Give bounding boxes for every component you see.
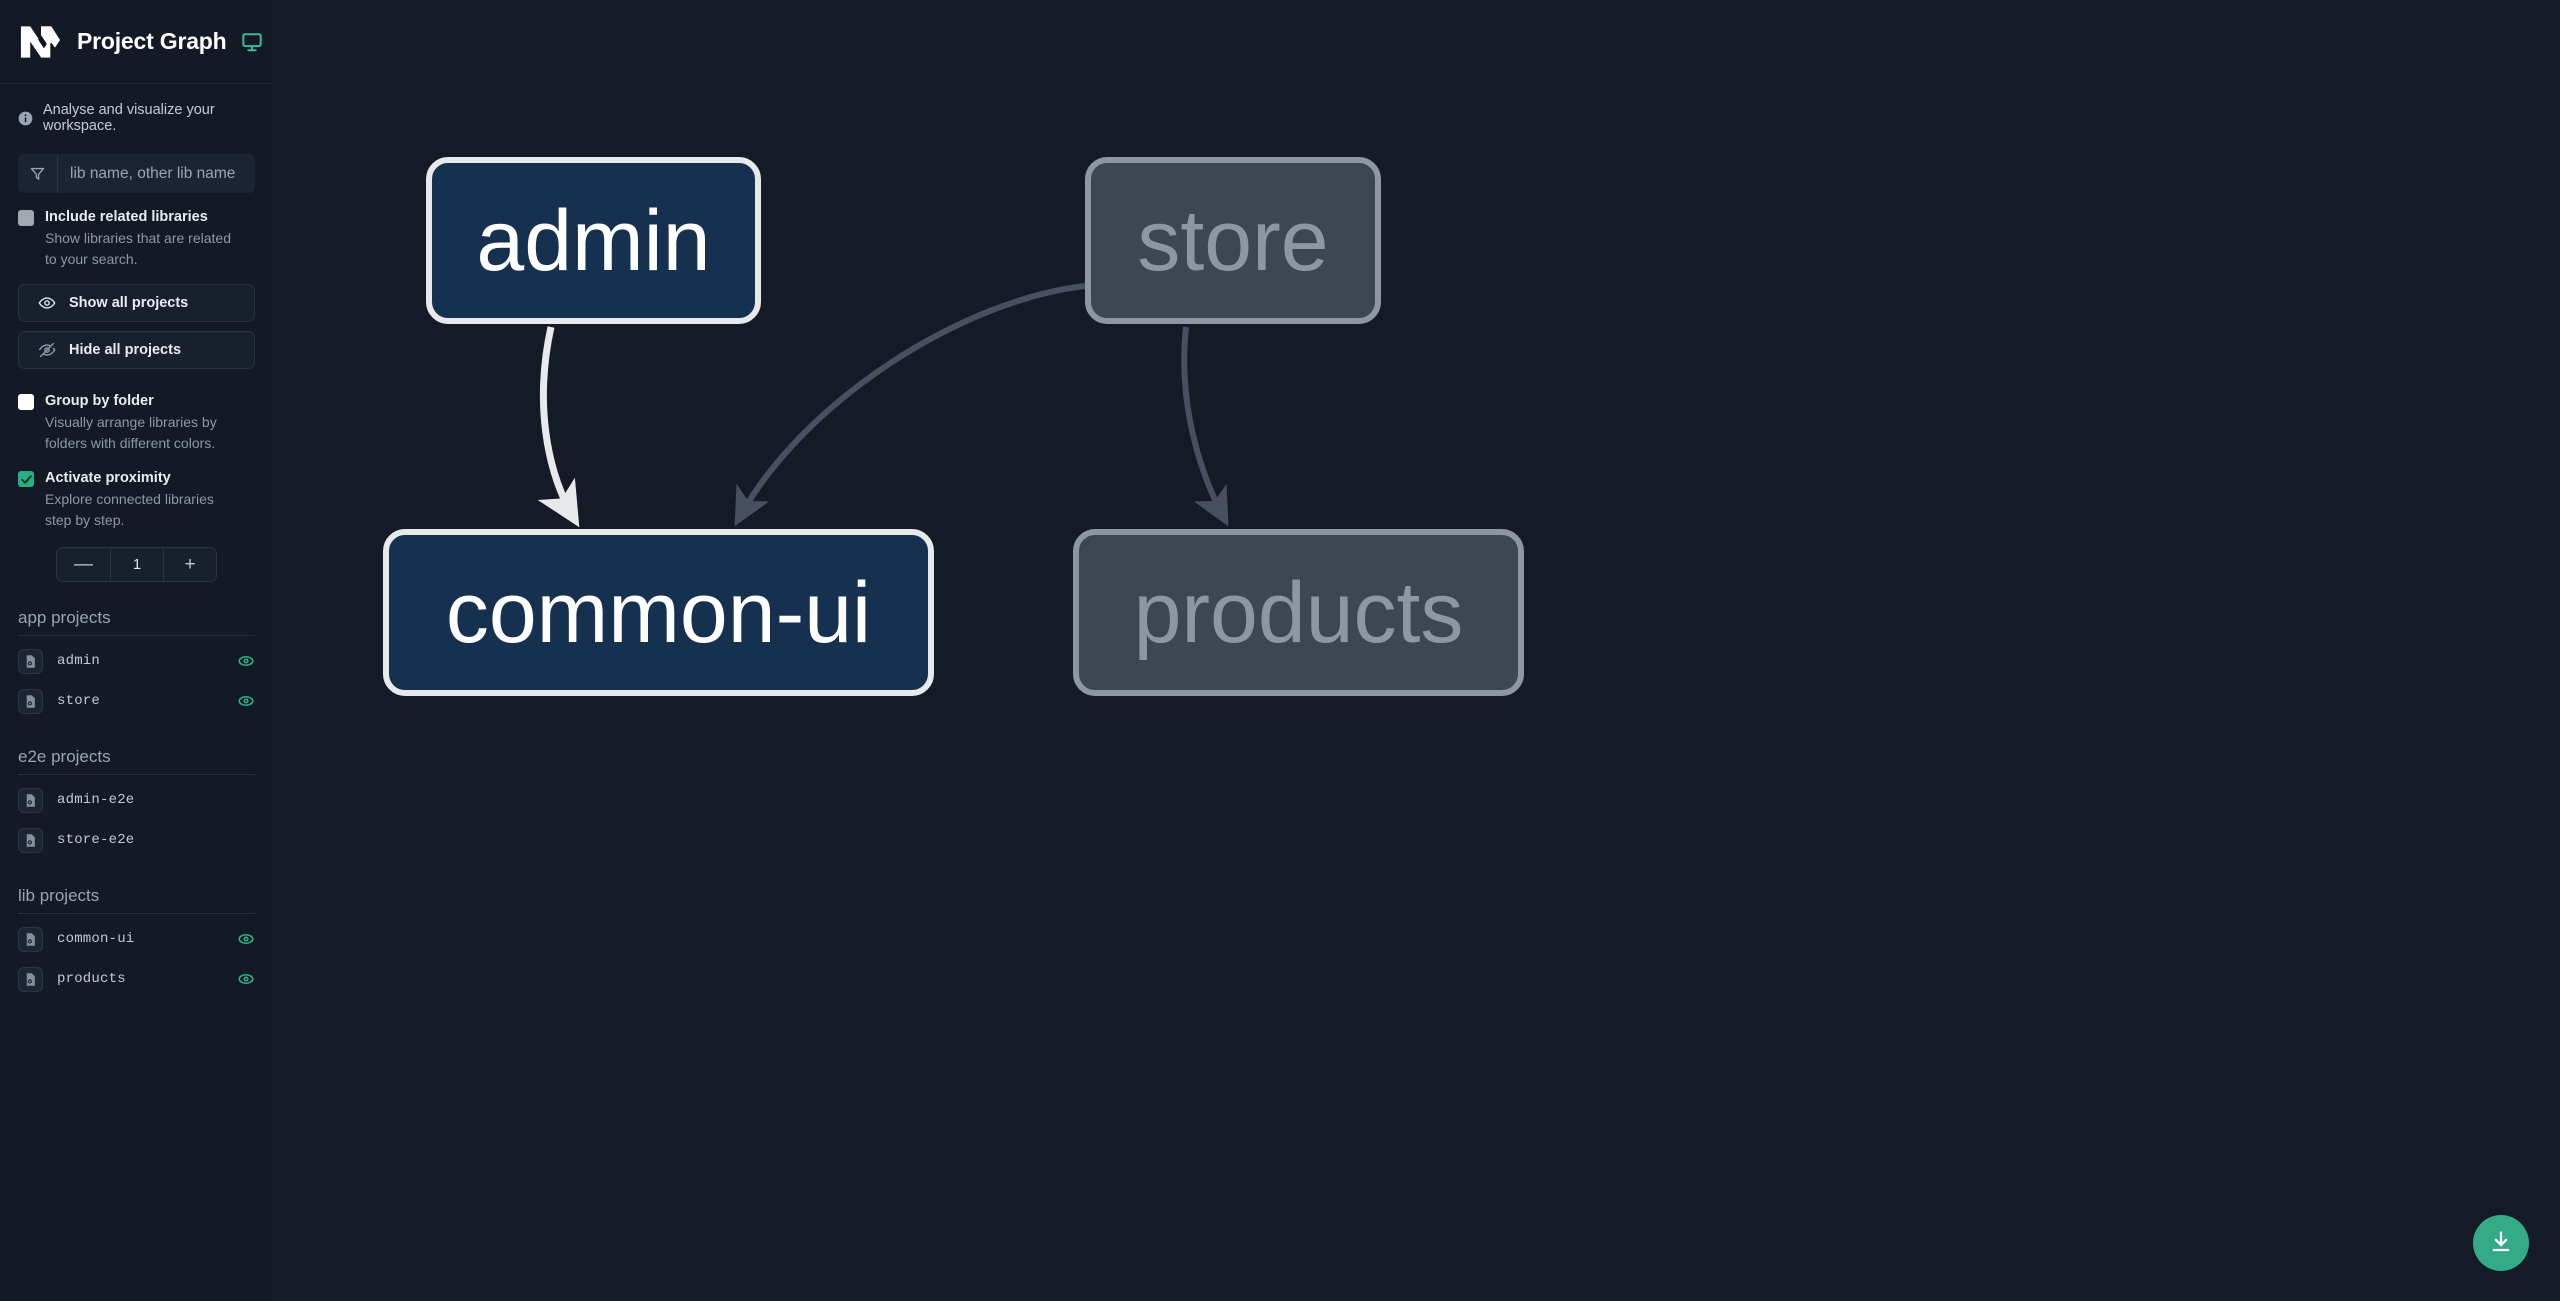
project-group-title: lib projects <box>18 886 255 915</box>
project-row-admin-e2e[interactable]: admin-e2e <box>18 780 255 820</box>
checkbox-group-by-folder[interactable] <box>18 394 34 411</box>
option-title: Activate proximity <box>45 470 171 487</box>
search-container <box>0 140 273 193</box>
graph-node-label: common-ui <box>445 564 872 661</box>
option-text-block: Include related libraries Show libraries… <box>45 207 235 270</box>
graph-node-common-ui[interactable]: common-ui <box>383 529 934 696</box>
option-title: Group by folder <box>45 393 154 410</box>
checkbox-include-related-libraries[interactable] <box>18 210 34 226</box>
option-activate-proximity[interactable]: Activate proximity Explore connected lib… <box>0 454 273 531</box>
project-group-app: app projects admin <box>0 582 273 721</box>
show-all-projects-label: Show all projects <box>69 295 189 312</box>
eye-icon <box>38 294 56 312</box>
project-row-store[interactable]: store <box>18 681 255 721</box>
eye-icon[interactable] <box>237 930 255 948</box>
visibility-button-group: Show all projects Hide all projects <box>0 270 273 370</box>
graph-node-store[interactable]: store <box>1085 157 1381 324</box>
monitor-icon[interactable] <box>241 31 263 53</box>
option-title: Include related libraries <box>45 209 208 225</box>
project-file-icon <box>18 688 43 714</box>
project-group-title: app projects <box>18 608 255 637</box>
project-file-icon <box>18 966 43 992</box>
graph-node-label: products <box>1133 564 1464 661</box>
proximity-increment-button[interactable]: + <box>163 548 216 582</box>
nx-logo-icon <box>18 20 63 64</box>
option-description: Show libraries that are related to your … <box>45 230 231 268</box>
graph-node-products[interactable]: products <box>1073 529 1524 696</box>
project-row-common-ui[interactable]: common-ui <box>18 919 255 959</box>
download-icon <box>2488 1229 2514 1258</box>
graph-canvas[interactable]: admin store common-ui products <box>273 0 2560 1301</box>
proximity-stepper[interactable]: — 1 + <box>56 547 217 583</box>
sidebar: Project Graph Analyse and visualize your… <box>0 0 273 1301</box>
project-row-admin[interactable]: admin <box>18 641 255 681</box>
project-file-icon <box>18 926 43 952</box>
graph-node-label: store <box>1137 192 1329 289</box>
project-name: admin <box>57 653 101 670</box>
edge-store-to-products <box>1181 326 1229 527</box>
proximity-stepper-container: — 1 + <box>0 531 273 583</box>
checkbox-activate-proximity[interactable] <box>18 471 34 488</box>
eye-icon[interactable] <box>237 692 255 710</box>
graph-node-admin[interactable]: admin <box>426 157 761 324</box>
eye-off-icon <box>38 341 56 359</box>
graph-node-label: admin <box>476 192 711 289</box>
project-name: store <box>57 693 101 710</box>
project-row-store-e2e[interactable]: store-e2e <box>18 820 255 860</box>
hide-all-projects-label: Hide all projects <box>69 342 182 359</box>
download-graph-button[interactable] <box>2473 1215 2529 1271</box>
tagline: Analyse and visualize your workspace. <box>0 84 273 140</box>
hide-all-projects-button[interactable]: Hide all projects <box>18 331 255 370</box>
info-icon <box>18 111 33 126</box>
option-text-block: Activate proximity Explore connected lib… <box>45 468 235 531</box>
project-group-title: e2e projects <box>18 747 255 776</box>
graph-edges <box>537 283 1229 528</box>
project-row-products[interactable]: products <box>18 959 255 999</box>
option-description: Visually arrange libraries by folders wi… <box>45 414 217 452</box>
project-file-icon <box>18 787 43 813</box>
option-text-block: Group by folder Visually arrange librari… <box>45 391 235 454</box>
tagline-text: Analyse and visualize your workspace. <box>43 102 215 134</box>
project-name: admin-e2e <box>57 792 135 809</box>
project-name: common-ui <box>57 931 135 948</box>
project-name: store-e2e <box>57 832 135 849</box>
page-title: Project Graph <box>77 28 227 54</box>
funnel-filter-icon[interactable] <box>18 154 58 193</box>
search-box[interactable] <box>18 154 255 193</box>
edge-store-to-common-ui <box>734 283 1086 527</box>
proximity-value: 1 <box>110 548 163 582</box>
project-group-lib: lib projects common-ui <box>0 860 273 999</box>
option-description: Explore connected libraries step by step… <box>45 491 214 529</box>
project-file-icon <box>18 827 43 853</box>
project-file-icon <box>18 648 43 674</box>
search-input[interactable] <box>58 154 255 193</box>
option-include-related-libraries[interactable]: Include related libraries Show libraries… <box>0 193 273 270</box>
eye-icon[interactable] <box>237 970 255 988</box>
proximity-decrement-button[interactable]: — <box>57 548 110 582</box>
edge-admin-to-common-ui <box>537 326 580 528</box>
show-all-projects-button[interactable]: Show all projects <box>18 284 255 323</box>
project-group-e2e: e2e projects admin-e2e <box>0 721 273 860</box>
project-name: products <box>57 971 126 988</box>
option-group-by-folder[interactable]: Group by folder Visually arrange librari… <box>0 369 273 454</box>
eye-icon[interactable] <box>237 652 255 670</box>
sidebar-header: Project Graph <box>0 0 273 84</box>
